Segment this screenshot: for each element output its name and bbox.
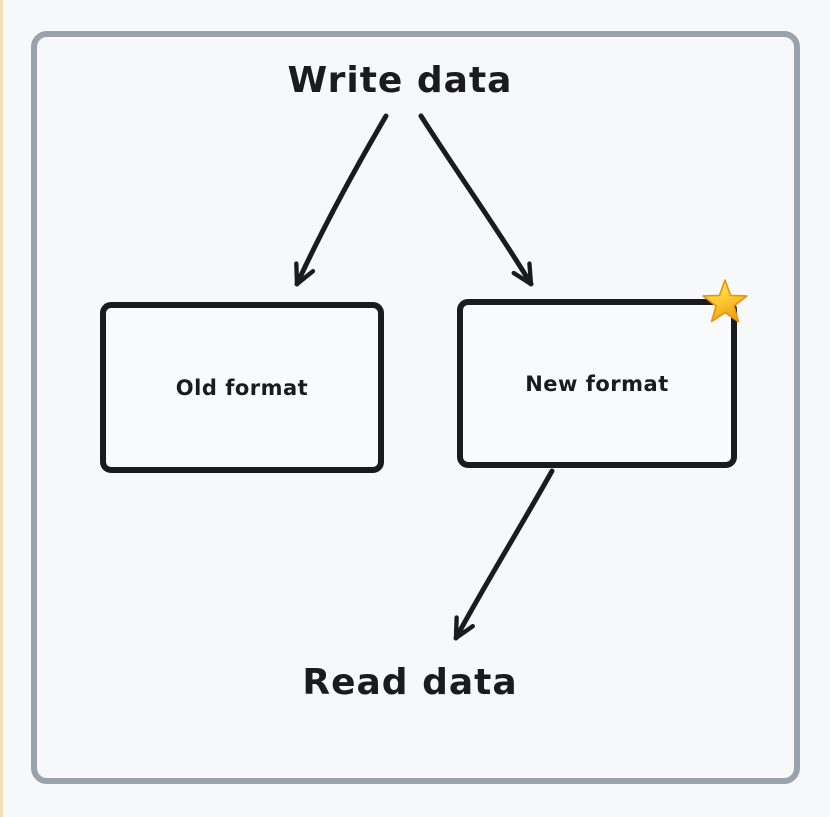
edge-write-to-old <box>294 113 389 287</box>
star-icon <box>702 279 748 323</box>
node-old-format: Old format <box>100 302 384 473</box>
edge-write-to-new <box>418 113 534 287</box>
node-old-format-label: Old format <box>175 375 309 400</box>
read-data-label: Read data <box>302 662 518 703</box>
left-edge-strip <box>0 0 3 817</box>
node-new-format-label: New format <box>525 371 669 396</box>
node-new-format: New format <box>457 299 737 468</box>
edge-new-to-read <box>453 468 555 641</box>
write-data-label: Write data <box>287 60 513 101</box>
